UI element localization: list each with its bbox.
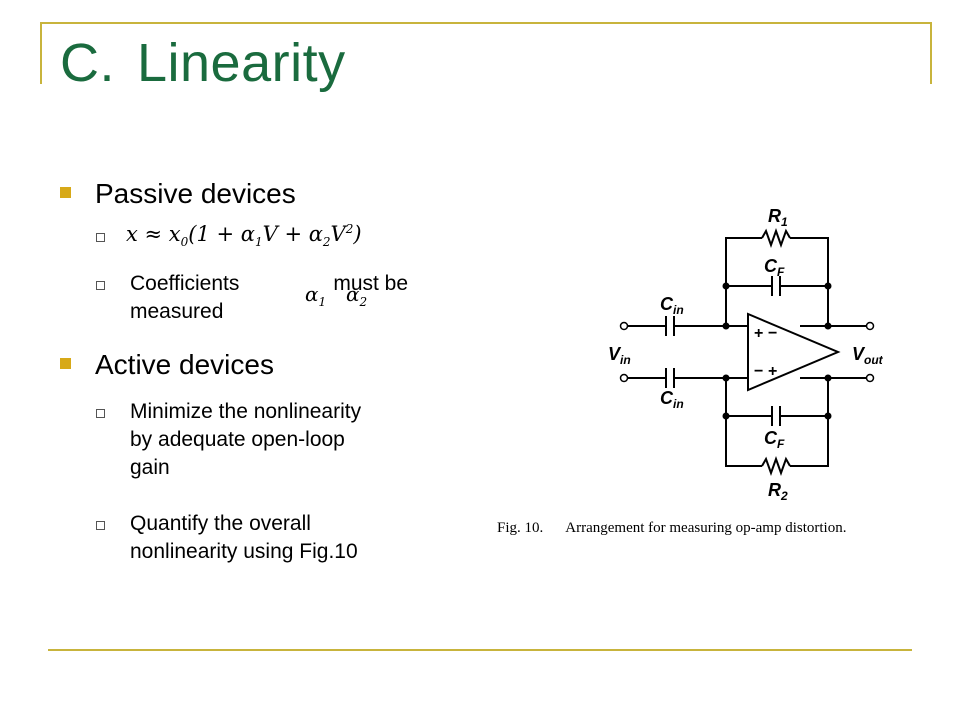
bullet-label: Passive devices [95,178,296,209]
svg-text:Vin: Vin [608,344,631,367]
coefficients-text-after: must be [333,272,409,295]
bullet-active-devices: Active devices [60,349,274,381]
svg-text:+: + [768,363,777,380]
bullet-label: Active devices [95,349,274,380]
sub-bullet-square-icon [96,521,105,530]
svg-text:CF: CF [764,428,785,451]
sub-bullet-quantify: Quantify the overall nonlinearity using … [96,510,476,566]
slide-title: C. Linearity [60,32,346,94]
bullet-square-icon [60,358,71,370]
svg-text:−: − [754,363,763,380]
sub-bullet-square-icon [96,409,105,418]
bullet-passive-devices: Passive devices [60,178,296,210]
svg-text:Vout: Vout [852,344,884,367]
svg-text:R2: R2 [768,480,788,503]
coefficients-text-line2: measured [130,300,224,323]
minimize-line2: by adequate open-loop [130,428,345,451]
title-text: Linearity [137,33,346,93]
svg-text:CF: CF [764,256,785,279]
figure-caption: Fig. 10. Arrangement for measuring op-amp… [497,520,846,537]
svg-text:R1: R1 [768,206,788,229]
coefficients-text-before: Coefficients [130,272,240,295]
svg-text:Cin: Cin [660,388,684,411]
sub-bullet-square-icon [96,281,105,290]
minimize-line3: gain [130,456,170,479]
sub-bullet-square-icon [96,233,105,242]
frame-top-line [42,22,932,24]
formula: x ≈ x0(1 + α1V + α2V2) [126,222,362,250]
quantify-line2: nonlinearity using Fig.10 [130,540,358,563]
frame-left-line [40,22,42,84]
coefficient-alpha1: α1 [305,282,327,309]
sub-bullet-coefficients: Coefficients must be measured [96,270,476,326]
frame-bottom-line [48,649,912,651]
minimize-line1: Minimize the nonlinearity [130,400,362,423]
frame-right-line [930,22,932,84]
svg-text:−: − [768,325,777,342]
quantify-line1: Quantify the overall [130,512,311,535]
caption-text: Arrangement for measuring op-amp distort… [565,520,847,536]
bullet-square-icon [60,187,71,199]
op-amp-distortion-circuit: R1 CF Cin Vin Vout Cin CF R2 + − − + [608,206,884,503]
svg-text:+: + [754,325,763,342]
sub-bullet-minimize: Minimize the nonlinearity by adequate op… [96,398,476,482]
title-number: C. [60,33,115,93]
coefficient-alpha2: α2 [346,282,368,309]
caption-label: Fig. 10. [497,520,544,536]
svg-text:Cin: Cin [660,294,684,317]
